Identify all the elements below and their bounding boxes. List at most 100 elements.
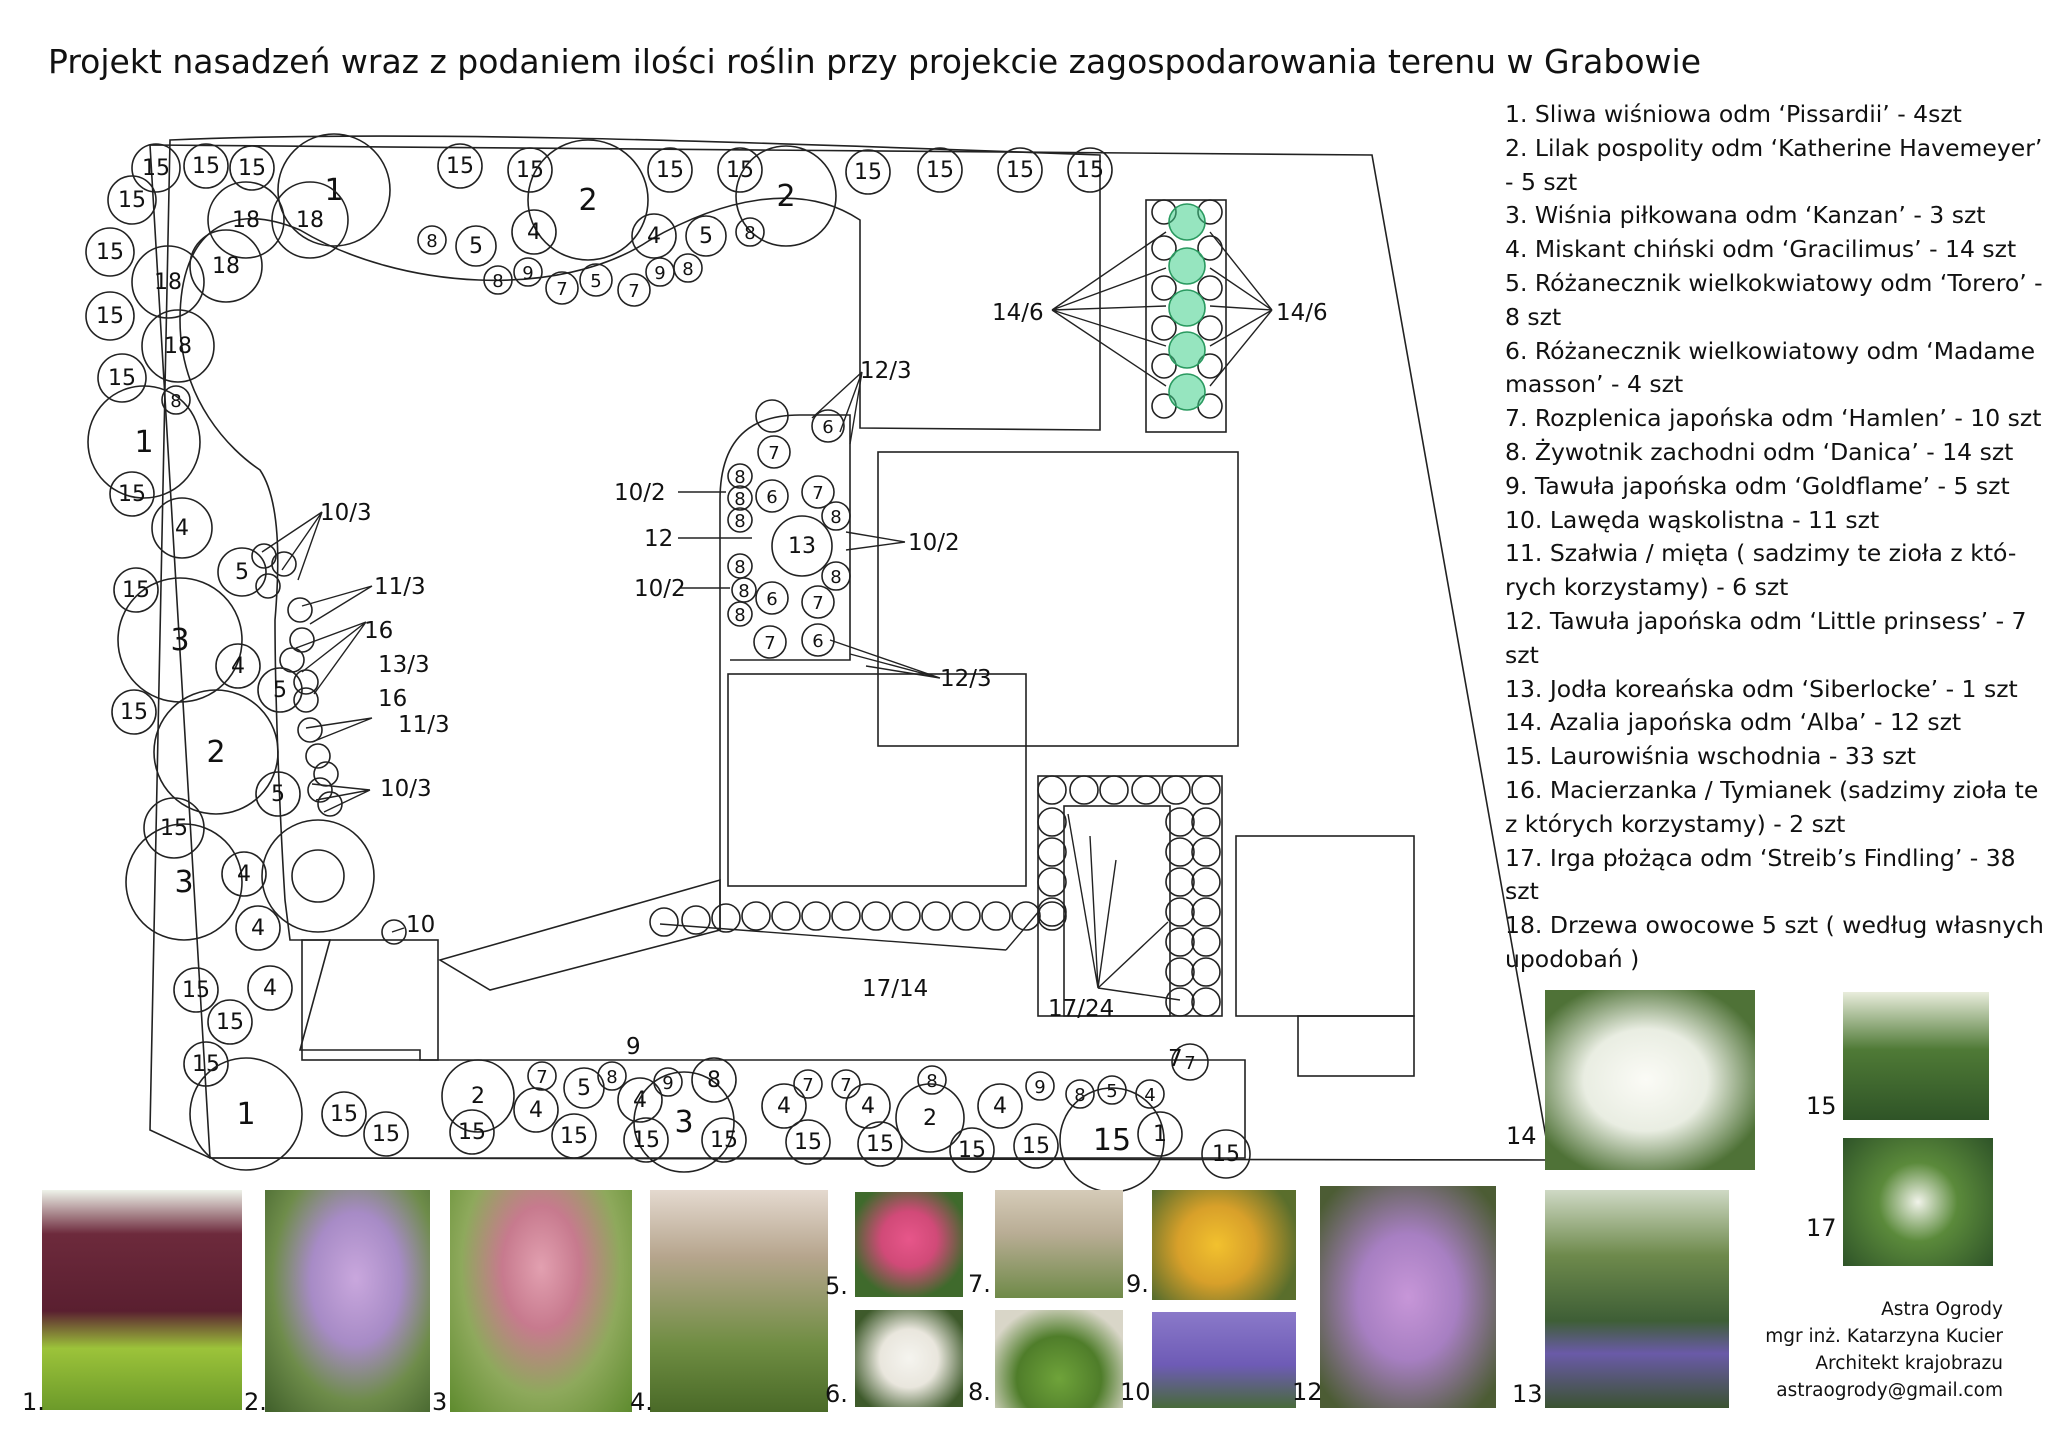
callout-12b: 12/3 xyxy=(940,666,992,692)
plant-number: 4 xyxy=(993,1094,1007,1119)
plant-circle xyxy=(997,147,1043,193)
plant-circle xyxy=(691,1057,737,1103)
plant-circle xyxy=(673,253,703,283)
plant-circle xyxy=(793,1069,823,1099)
photo-label: 15 xyxy=(1806,1092,1837,1120)
plant-circle xyxy=(761,1083,807,1129)
plant-circle xyxy=(1161,775,1191,805)
plant-number: 15 xyxy=(122,578,150,603)
callout-1724: 17/24 xyxy=(1048,996,1114,1022)
plant-circle xyxy=(1037,837,1067,867)
plant-number: 18 xyxy=(296,208,324,233)
photo-rhododendron-madame xyxy=(855,1310,963,1407)
plant-circle xyxy=(597,1061,627,1091)
planting-bed-main xyxy=(149,135,1246,1159)
plant-circle xyxy=(511,209,557,255)
azalea-marker xyxy=(1168,331,1206,369)
plant-circle xyxy=(483,265,513,295)
photo-label: 2. xyxy=(244,1388,267,1416)
plant-circle xyxy=(85,291,135,341)
azalea-bed xyxy=(1145,199,1227,433)
plant-circle xyxy=(1165,987,1195,1017)
plant-circle xyxy=(1165,927,1195,957)
plant-circle xyxy=(513,257,543,287)
photo-label: 3 xyxy=(432,1388,448,1416)
photo-spirea-goldflame xyxy=(1152,1190,1296,1300)
plant-circle xyxy=(755,581,789,615)
plant-number: 15 xyxy=(560,1124,588,1149)
plant-circle xyxy=(949,1127,995,1173)
plant-number: 15 xyxy=(1093,1123,1131,1158)
plant-circle xyxy=(1191,837,1221,867)
legend-item: 7. Rozplenica japońska odm ‘Hamlen’ - 10… xyxy=(1505,404,2042,433)
plant-circle xyxy=(1191,807,1221,837)
designer-email: astraogrody@gmail.com xyxy=(1776,1380,2003,1401)
azalea-marker xyxy=(1168,373,1206,411)
plant-circle xyxy=(111,689,157,735)
plant-circle xyxy=(685,215,727,257)
azalea-marker xyxy=(1168,247,1206,285)
plant-number: 2 xyxy=(776,179,795,214)
plant-circle xyxy=(1151,353,1177,379)
plant-circle xyxy=(1197,275,1223,301)
plant-circle xyxy=(293,687,319,713)
plant-number: 9 xyxy=(662,1073,673,1094)
plant-number: 9 xyxy=(1034,1077,1045,1098)
plant-circle xyxy=(757,435,791,469)
plant-number: 8 xyxy=(734,605,745,626)
plant-number: 5 xyxy=(271,782,285,807)
plant-circle xyxy=(255,771,301,817)
callout-labels: 14/6 14/6 12/3 12/3 10/2 10/2 10/2 12 10… xyxy=(320,300,1328,1072)
plant-number: 5 xyxy=(235,560,249,585)
plant-number: 8 xyxy=(830,567,841,588)
plant-circle xyxy=(1065,1079,1095,1109)
photo-label: 17 xyxy=(1806,1214,1837,1242)
plant-number: 7 xyxy=(536,1067,547,1088)
plant-number: 3 xyxy=(674,1105,693,1140)
plant-number: 15 xyxy=(96,240,124,265)
plant-circle xyxy=(617,273,651,307)
plant-number: 7 xyxy=(556,279,567,300)
plant-number: 15 xyxy=(446,154,474,179)
legend-item: 4. Miskant chiński odm ‘Gracilimus’ - 14… xyxy=(1505,235,2017,264)
plant-number: 5 xyxy=(469,234,483,259)
plant-circle xyxy=(755,479,789,513)
photo-label: 10 xyxy=(1120,1378,1151,1406)
plant-circle xyxy=(801,475,835,509)
callout-7: 7 xyxy=(1168,1046,1183,1072)
plant-circle xyxy=(1099,775,1129,805)
plant-circle xyxy=(113,567,159,613)
plant-circle xyxy=(801,623,835,657)
plant-circle xyxy=(977,1083,1023,1129)
plant-number: 6 xyxy=(766,487,777,508)
plant-circle xyxy=(131,245,205,319)
plant-legend: 1. Sliwa wiśniowa odm ‘Pissardii’ - 4szt… xyxy=(1505,98,2048,977)
plant-circle xyxy=(821,501,851,531)
plant-number: 15 xyxy=(142,156,170,181)
plant-number: 8 xyxy=(734,467,745,488)
plant-circle xyxy=(811,409,845,443)
plant-circle xyxy=(735,217,765,247)
plant-number: 15 xyxy=(854,160,882,185)
plant-circle xyxy=(1013,1123,1059,1169)
plant-circle xyxy=(753,625,787,659)
plant-circle xyxy=(293,669,319,695)
plant-circle xyxy=(161,385,191,415)
plant-circle xyxy=(527,1061,557,1091)
plant-number: 8 xyxy=(707,1068,721,1093)
plant-circle xyxy=(207,181,285,259)
plant-circle xyxy=(207,999,253,1045)
plant-circle xyxy=(257,667,303,713)
plant-number: 5 xyxy=(1106,1081,1117,1102)
plant-circle xyxy=(735,145,837,247)
plant-number: 18 xyxy=(164,334,192,359)
plant-circle xyxy=(307,777,333,803)
plant-circle xyxy=(861,901,891,931)
plant-circle xyxy=(741,901,771,931)
plant-number: 15 xyxy=(926,158,954,183)
plant-circle xyxy=(681,905,711,935)
callout-10c: 10/2 xyxy=(634,576,686,602)
lawn-feature-inner xyxy=(291,849,345,903)
legend-item: 9. Tawuła japońska odm ‘Goldflame’ - 5 s… xyxy=(1505,471,2010,500)
